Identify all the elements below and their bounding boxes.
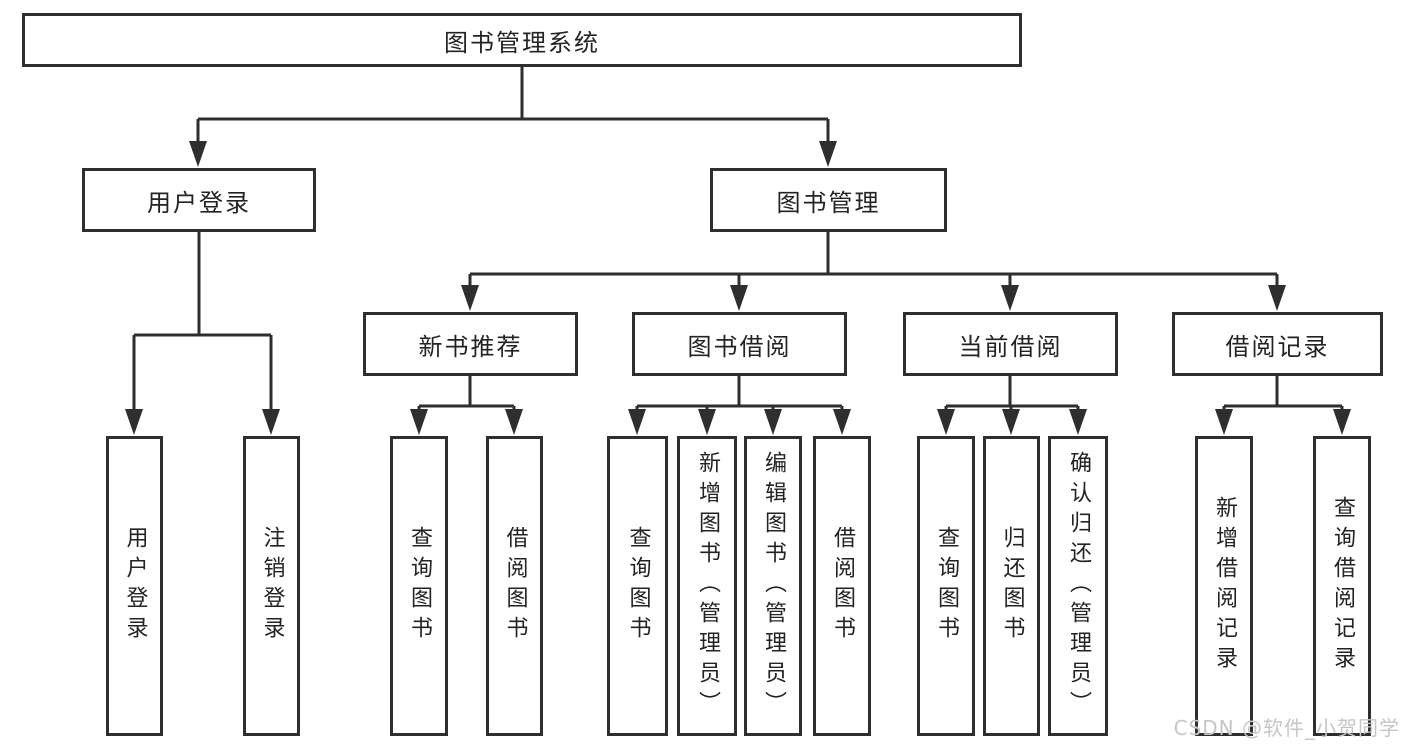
node-new-book-recommend-label: 新书推荐: [418, 332, 523, 361]
node-book-management-label: 图书管理: [776, 188, 881, 217]
leaf-bb-query-book-label: 查询图书: [625, 526, 651, 646]
arrowhead-icon: [410, 409, 428, 435]
leaf-nbr-borrow-book-label: 借阅图书: [502, 526, 528, 646]
arrowhead-icon: [505, 409, 523, 435]
arrowhead-icon: [764, 409, 782, 435]
leaf-bb-add-book-admin-label: 新增图书（管理员）: [695, 451, 720, 721]
arrowhead-icon: [628, 409, 646, 435]
node-current-borrow-label: 当前借阅: [958, 332, 1063, 361]
node-user-login-label: 用户登录: [147, 188, 251, 217]
leaf-nbr-borrow-book: 借阅图书: [486, 436, 543, 736]
leaf-user-login: 用户登录: [106, 436, 163, 736]
leaf-br-query-record-label: 查询借阅记录: [1330, 496, 1355, 676]
leaf-nbr-query-book: 查询图书: [390, 436, 448, 736]
arrowhead-icon: [1333, 409, 1351, 435]
leaf-cb-return-book: 归还图书: [983, 436, 1040, 736]
arrowhead-icon: [1069, 409, 1087, 435]
leaf-logout-label: 注销登录: [259, 526, 285, 646]
node-borrow-records: 借阅记录: [1172, 312, 1383, 376]
leaf-cb-return-book-label: 归还图书: [999, 526, 1025, 646]
node-current-borrow: 当前借阅: [903, 312, 1118, 376]
leaf-bb-borrow-book: 借阅图书: [813, 436, 871, 736]
leaf-cb-query-book-label: 查询图书: [934, 526, 959, 646]
leaf-nbr-query-book-label: 查询图书: [407, 526, 432, 646]
node-book-borrow: 图书借阅: [632, 312, 847, 376]
leaf-user-login-label: 用户登录: [122, 526, 148, 646]
arrowhead-icon: [833, 409, 851, 435]
arrowhead-icon: [189, 141, 207, 167]
leaf-br-add-record-label: 新增借阅记录: [1212, 496, 1237, 676]
leaf-br-add-record: 新增借阅记录: [1195, 436, 1253, 736]
arrowhead-icon: [461, 285, 479, 311]
arrowhead-icon: [1268, 285, 1286, 311]
leaf-logout: 注销登录: [243, 436, 300, 736]
arrowhead-icon: [819, 141, 837, 167]
leaf-bb-query-book: 查询图书: [607, 436, 668, 736]
arrowhead-icon: [730, 285, 748, 311]
node-borrow-records-label: 借阅记录: [1225, 332, 1330, 361]
leaf-br-query-record: 查询借阅记录: [1313, 436, 1371, 736]
arrowhead-icon: [698, 409, 716, 435]
leaf-cb-confirm-return-admin-label: 确认归还（管理员）: [1066, 451, 1091, 721]
arrowhead-icon: [937, 409, 955, 435]
node-new-book-recommend: 新书推荐: [363, 312, 578, 376]
watermark: CSDN @软件_小贺同学: [1173, 716, 1400, 740]
node-root-label: 图书管理系统: [444, 28, 600, 57]
leaf-cb-query-book: 查询图书: [917, 436, 975, 736]
node-user-login: 用户登录: [82, 168, 316, 232]
arrowhead-icon: [1215, 409, 1233, 435]
arrowhead-icon: [1002, 409, 1020, 435]
node-book-borrow-label: 图书借阅: [687, 332, 792, 361]
arrowhead-icon: [125, 409, 143, 435]
leaf-bb-edit-book-admin-label: 编辑图书（管理员）: [761, 451, 786, 721]
arrowhead-icon: [1001, 285, 1019, 311]
node-book-management: 图书管理: [710, 168, 947, 232]
leaf-bb-borrow-book-label: 借阅图书: [830, 526, 855, 646]
arrowhead-icon: [262, 409, 280, 435]
leaf-bb-edit-book-admin: 编辑图书（管理员）: [744, 436, 802, 736]
leaf-cb-confirm-return-admin: 确认归还（管理员）: [1048, 436, 1108, 736]
node-root: 图书管理系统: [22, 13, 1022, 67]
leaf-bb-add-book-admin: 新增图书（管理员）: [677, 436, 737, 736]
